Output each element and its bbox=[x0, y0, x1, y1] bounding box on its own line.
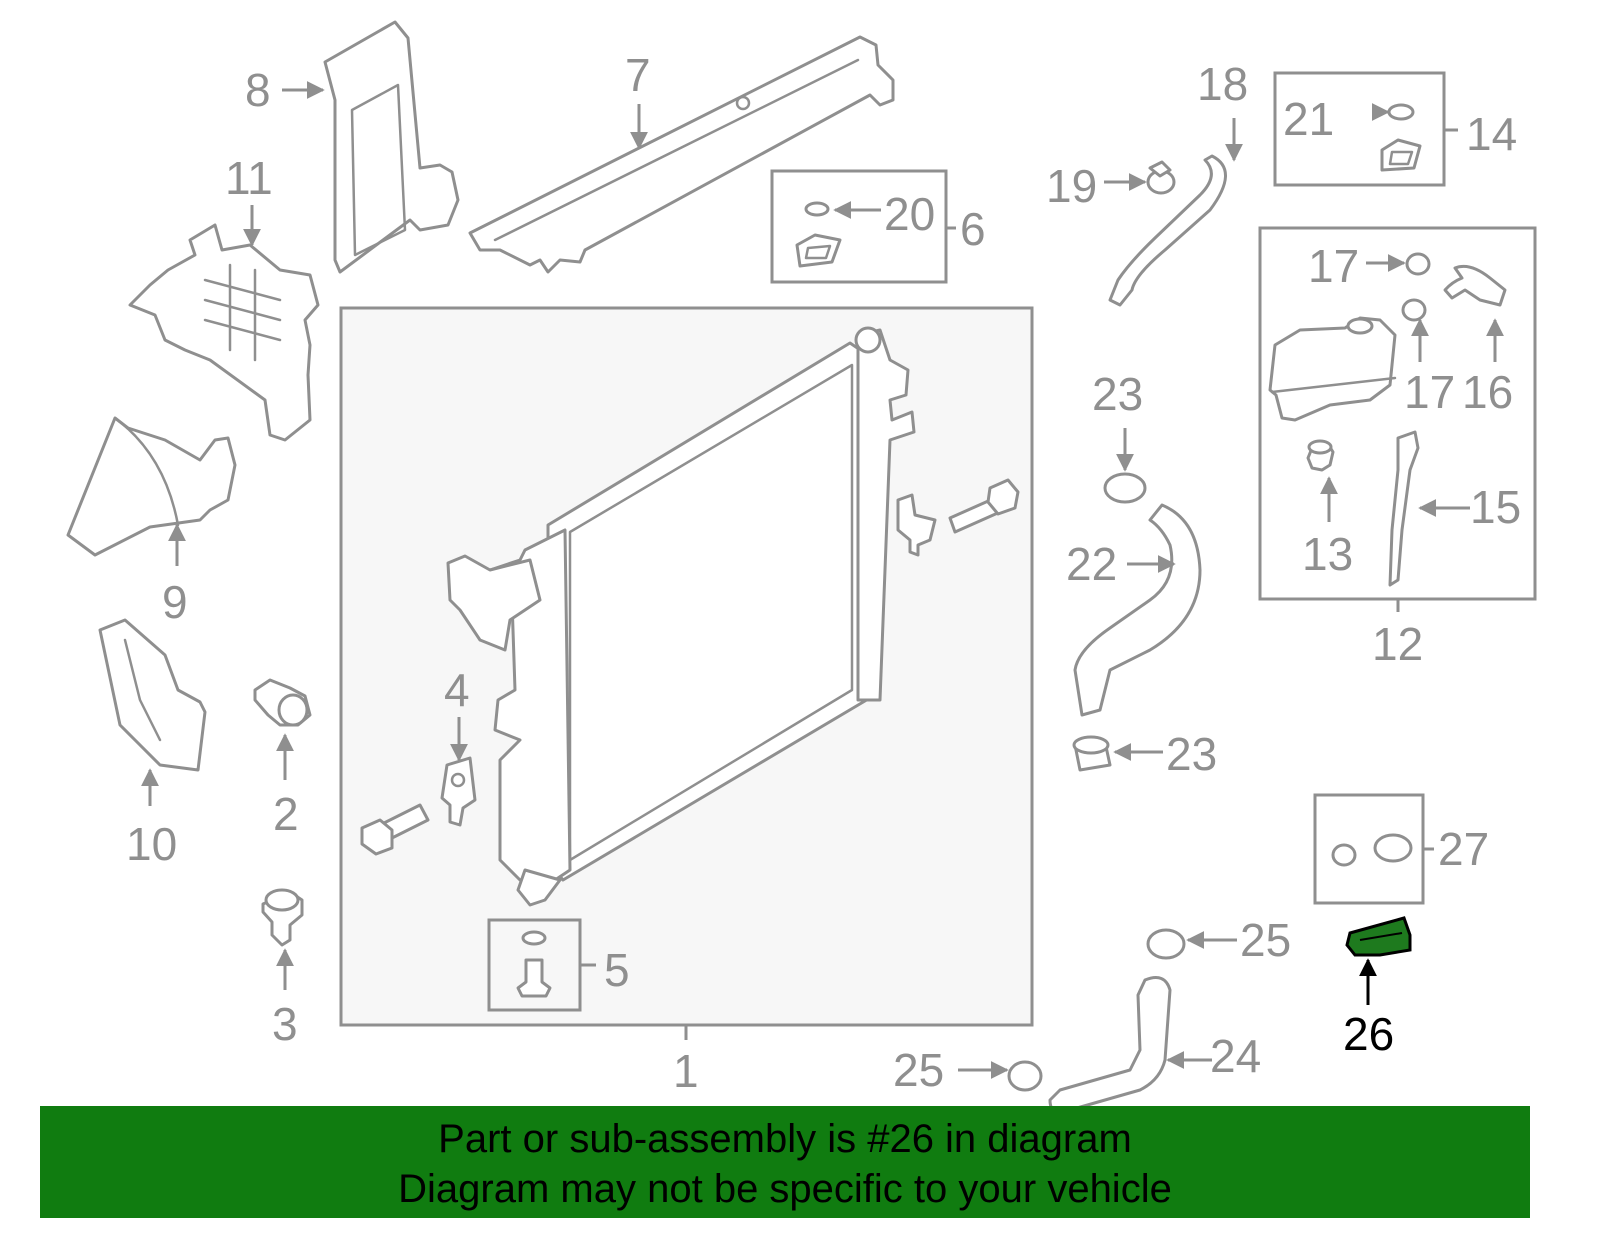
clamp-part-25-lower bbox=[1007, 1060, 1043, 1092]
box-part-27 bbox=[1313, 793, 1434, 905]
radiator-bolt-left bbox=[360, 803, 430, 856]
callout-26-highlighted: 26 bbox=[1343, 1008, 1394, 1060]
hose-part-26-highlighted bbox=[1345, 916, 1412, 957]
callout-6: 6 bbox=[960, 203, 986, 255]
box-part-5 bbox=[487, 918, 596, 1012]
callout-19: 19 bbox=[1046, 160, 1097, 212]
callout-15: 15 bbox=[1470, 481, 1521, 533]
clamp-part-17-lower bbox=[1401, 298, 1427, 322]
callout-11: 11 bbox=[225, 152, 273, 204]
notice-banner: Part or sub-assembly is #26 in diagram D… bbox=[40, 1106, 1530, 1218]
mount-part-3 bbox=[261, 888, 304, 947]
callout-8: 8 bbox=[245, 64, 271, 116]
radiator-part bbox=[446, 326, 916, 907]
cap-part-13 bbox=[1306, 439, 1335, 472]
banner-line-1: Part or sub-assembly is #26 in diagram bbox=[438, 1117, 1132, 1161]
callout-labels: 1 2 3 4 5 6 7 8 9 10 11 12 13 14 15 16 1… bbox=[126, 49, 1521, 1097]
callout-22: 22 bbox=[1066, 538, 1117, 590]
clamp-part-17-upper bbox=[1405, 252, 1431, 276]
air-deflector-part-8 bbox=[323, 20, 460, 274]
hose-part-22 bbox=[1073, 503, 1202, 717]
leader-lines bbox=[141, 81, 1504, 1079]
air-guide-part-10 bbox=[98, 618, 207, 772]
mount-part-2 bbox=[253, 678, 312, 727]
callout-23-lower: 23 bbox=[1166, 728, 1217, 780]
callout-1: 1 bbox=[673, 1045, 699, 1097]
clamp-part-23-lower bbox=[1072, 735, 1112, 772]
box-part-6 bbox=[770, 169, 956, 284]
radiator-bracket-right bbox=[896, 493, 937, 557]
callout-25-upper: 25 bbox=[1240, 914, 1291, 966]
callout-2: 2 bbox=[273, 788, 299, 840]
hose-part-15 bbox=[1388, 430, 1420, 587]
clamp-part-23-upper bbox=[1103, 472, 1147, 504]
hose-part-18 bbox=[1108, 154, 1227, 307]
callout-17-upper: 17 bbox=[1308, 240, 1359, 292]
callout-18: 18 bbox=[1197, 58, 1248, 110]
coolant-reservoir bbox=[1268, 316, 1397, 422]
callout-3: 3 bbox=[272, 998, 298, 1050]
callout-9: 9 bbox=[162, 576, 188, 628]
callout-20: 20 bbox=[884, 188, 935, 240]
callout-21: 21 bbox=[1283, 93, 1334, 145]
callout-27: 27 bbox=[1438, 823, 1489, 875]
callout-12: 12 bbox=[1372, 618, 1423, 670]
box-part-12 bbox=[1258, 226, 1537, 612]
hose-part-24 bbox=[1048, 976, 1172, 1114]
clamp-part-19 bbox=[1146, 160, 1176, 195]
air-guide-part-9 bbox=[66, 416, 237, 557]
callout-17-lower: 17 bbox=[1404, 366, 1455, 418]
callout-23-upper: 23 bbox=[1092, 368, 1143, 420]
callout-24: 24 bbox=[1210, 1030, 1261, 1082]
clamp-part-25-upper bbox=[1146, 928, 1186, 960]
callout-16: 16 bbox=[1462, 366, 1513, 418]
callout-13: 13 bbox=[1302, 528, 1353, 580]
callout-7: 7 bbox=[625, 49, 651, 101]
radiator-bracket-left bbox=[440, 756, 477, 827]
radiator-bolt-right bbox=[948, 478, 1020, 534]
callout-14: 14 bbox=[1466, 108, 1517, 160]
callout-10: 10 bbox=[126, 818, 177, 870]
upper-radiator-support bbox=[468, 35, 895, 274]
hose-part-16 bbox=[1443, 264, 1507, 307]
callout-5: 5 bbox=[604, 944, 630, 996]
callout-4: 4 bbox=[444, 664, 470, 716]
callout-25-lower: 25 bbox=[893, 1044, 944, 1096]
bracket-part-11 bbox=[128, 223, 320, 442]
banner-line-2: Diagram may not be specific to your vehi… bbox=[398, 1167, 1172, 1211]
box-part-14 bbox=[1273, 71, 1458, 187]
